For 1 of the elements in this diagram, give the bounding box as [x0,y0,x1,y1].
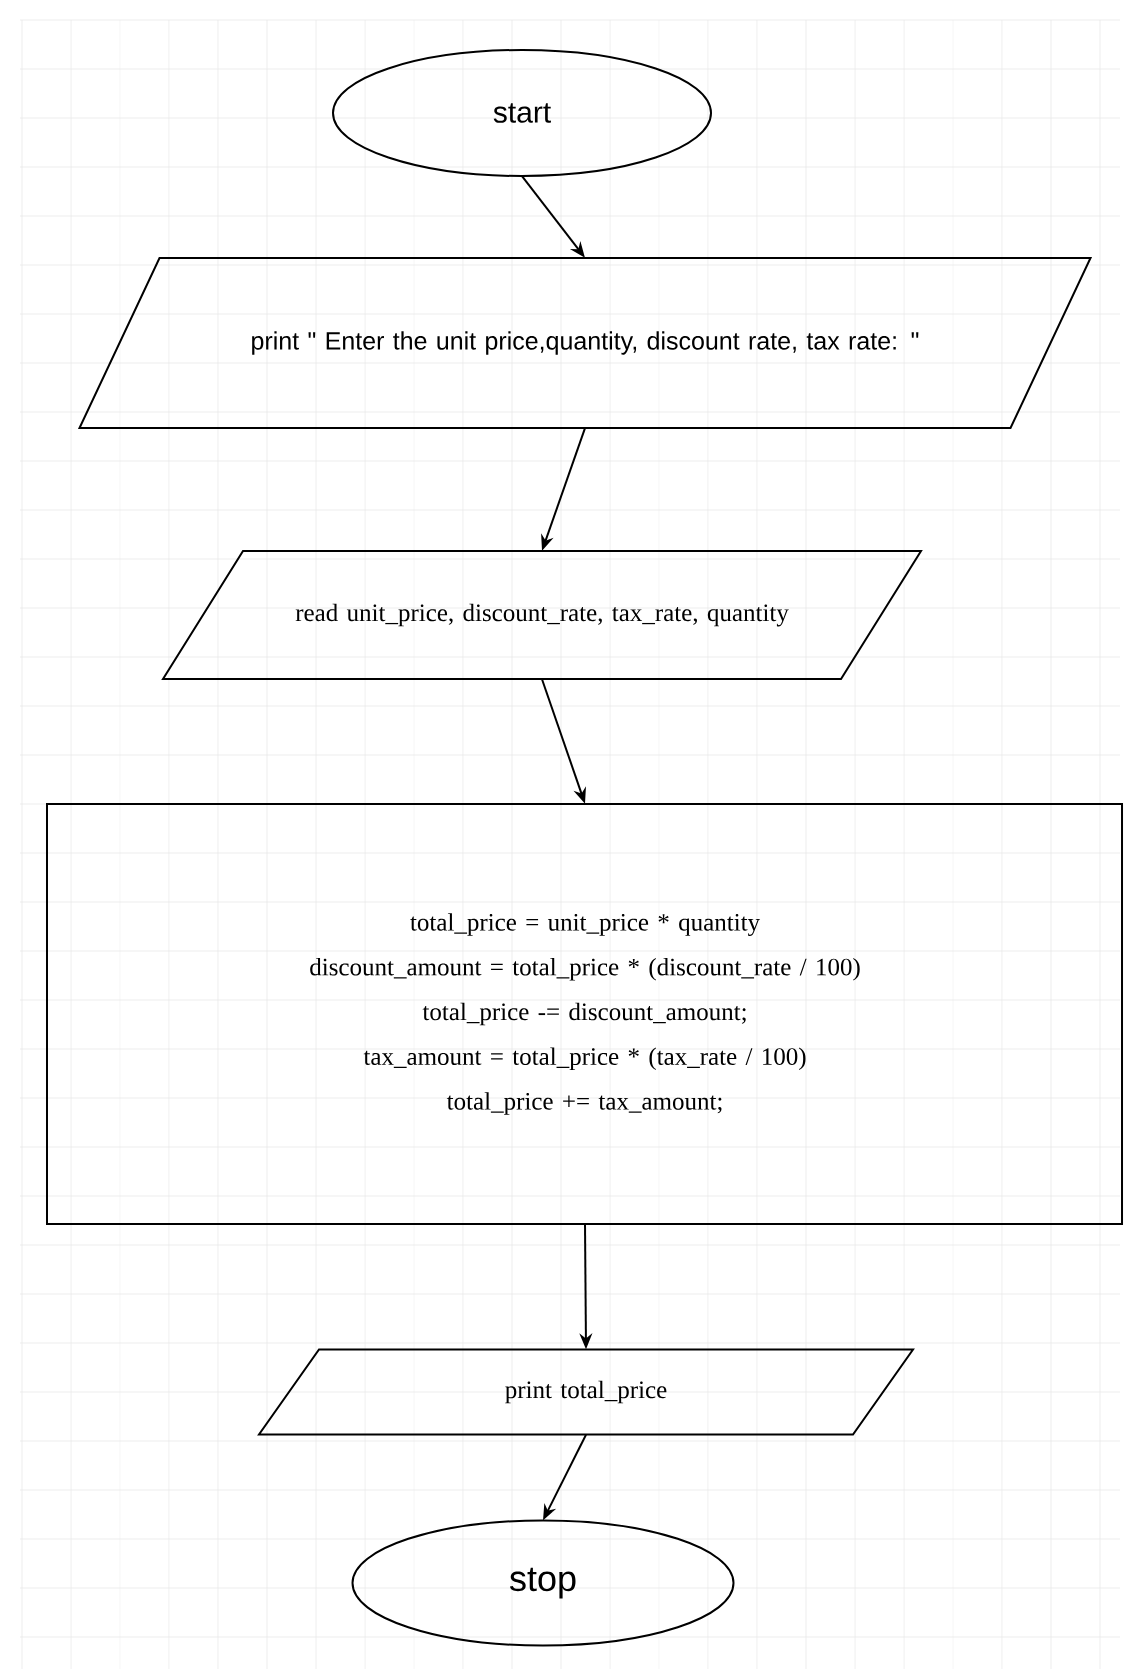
process-box: total_price = unit_price * quantity discount_amount = total_price * (discount_rate / 100) total_price -= discount_amount; tax_amount = total_price * (tax_rate / 100) total_price += tax_amount; [46,803,1123,1225]
